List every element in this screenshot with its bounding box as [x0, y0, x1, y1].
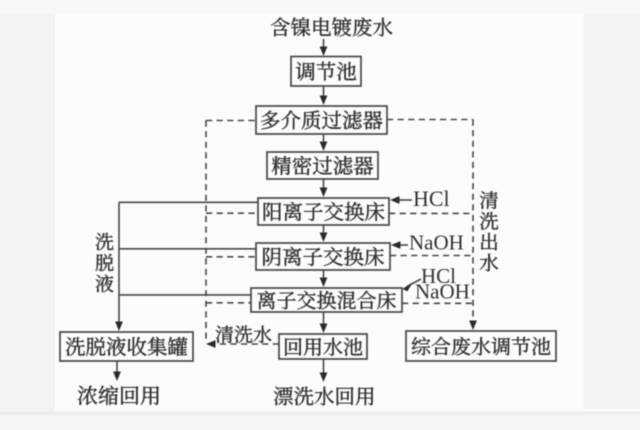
svg-text:NaOH: NaOH	[409, 231, 464, 255]
svg-text:HCl: HCl	[413, 186, 450, 211]
svg-text:HCl: HCl	[421, 264, 456, 288]
svg-text:NaOH: NaOH	[415, 280, 470, 304]
